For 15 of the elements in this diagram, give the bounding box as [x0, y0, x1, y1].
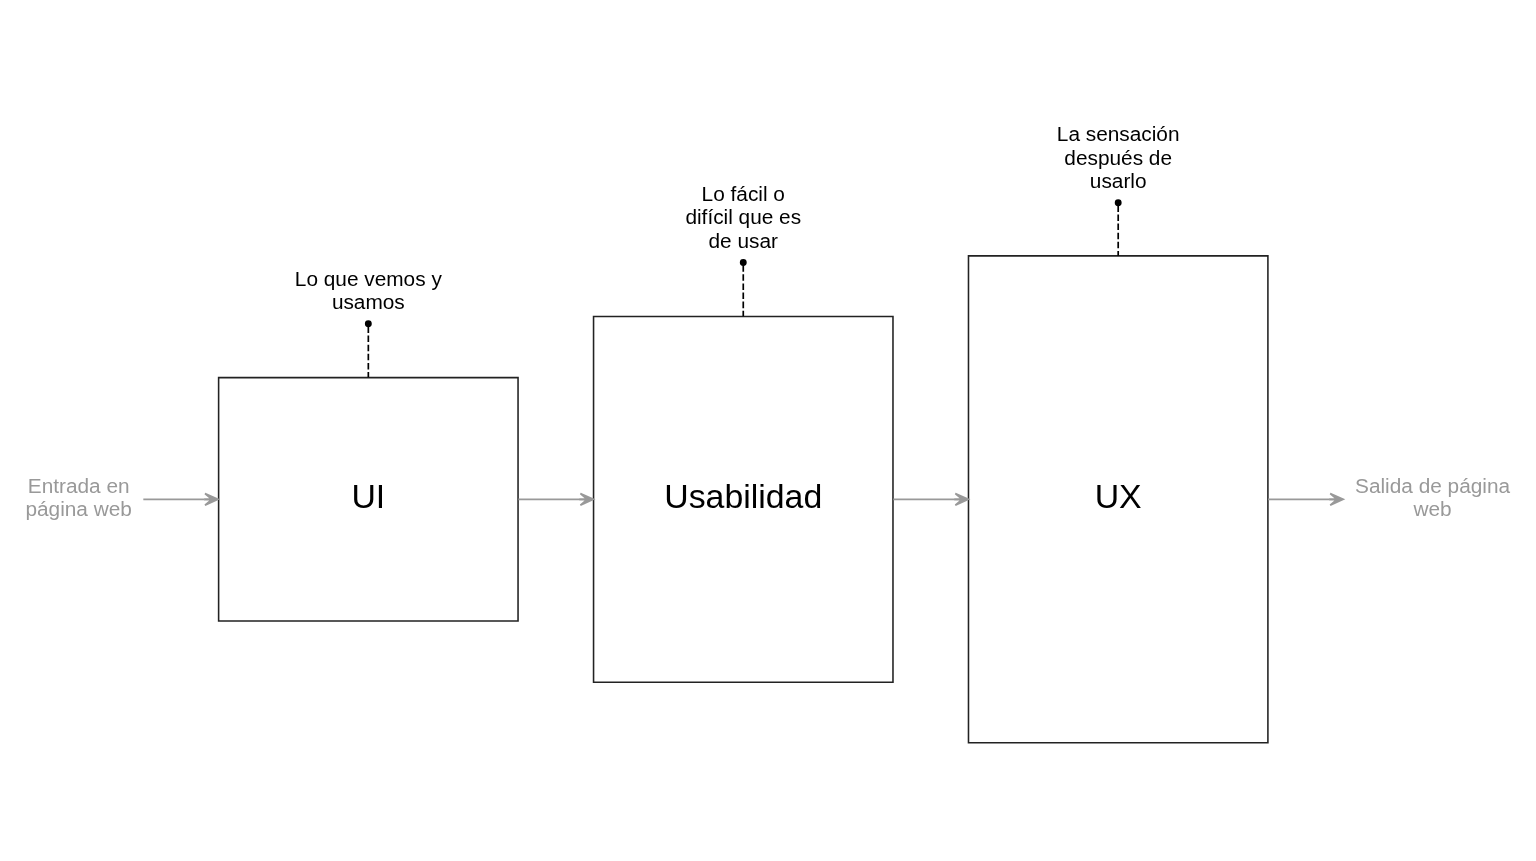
node-box: UX	[967, 254, 1269, 744]
arrow	[892, 492, 970, 506]
connector	[364, 319, 372, 378]
connector	[1114, 198, 1122, 257]
node-text: Lo que vemos y usamos	[294, 266, 442, 313]
arrow	[517, 492, 595, 506]
node-box: UI	[217, 376, 519, 622]
connector	[739, 258, 747, 317]
node-text: La sensación después de usarlo	[1056, 121, 1180, 192]
node-text: Salida de página web	[1355, 473, 1511, 520]
node-text: Lo fácil o difícil que es de usar	[685, 181, 802, 252]
arrow	[1267, 492, 1345, 506]
node-box: Usabilidad	[592, 315, 894, 683]
arrow	[142, 492, 219, 506]
node-text: Entrada en página web	[25, 473, 132, 520]
